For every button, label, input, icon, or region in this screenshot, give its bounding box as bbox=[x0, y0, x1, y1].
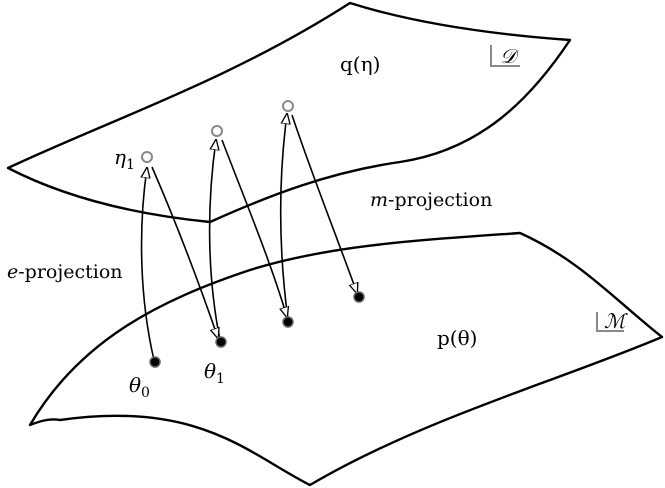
eta3-point bbox=[282, 100, 294, 112]
e-projection-arrow-1 bbox=[142, 168, 155, 361]
theta0-label: θ0 bbox=[129, 373, 150, 401]
m-projection-arrow-2 bbox=[221, 139, 287, 317]
model-manifold-corner-icon bbox=[596, 312, 624, 332]
p-theta-label: p(θ) bbox=[437, 326, 477, 350]
data-manifold-symbol: 𝒟 bbox=[500, 44, 520, 68]
model-manifold-surface bbox=[28, 231, 664, 487]
theta2-point bbox=[282, 316, 294, 328]
theta1-label: θ1 bbox=[204, 359, 225, 387]
eta1-label: η1 bbox=[114, 145, 135, 173]
q-eta-label: q(η) bbox=[340, 52, 380, 76]
data-manifold-corner-icon bbox=[490, 45, 520, 67]
e-projection-arrow-3 bbox=[279, 114, 288, 321]
theta0-point bbox=[149, 356, 161, 368]
data-manifold-surface bbox=[6, 1, 572, 224]
eta1-point bbox=[141, 151, 153, 163]
theta3-point bbox=[353, 291, 365, 303]
model-manifold-symbol: ℳ bbox=[604, 309, 628, 333]
e-projection-arrow-2 bbox=[208, 140, 221, 341]
eta2-point bbox=[211, 125, 223, 137]
e-projection-label: e-projection bbox=[7, 261, 123, 283]
m-projection-arrow-1 bbox=[151, 166, 218, 338]
m-projection-arrow-3 bbox=[291, 114, 357, 293]
m-projection-label: m-projection bbox=[370, 189, 492, 211]
theta1-point bbox=[215, 336, 227, 348]
